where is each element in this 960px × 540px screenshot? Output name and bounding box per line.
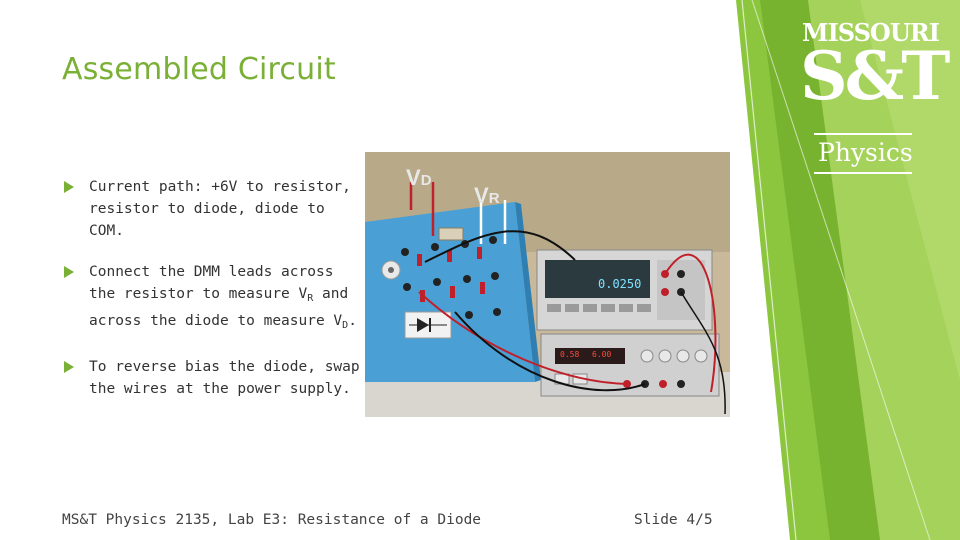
bullet-item: Connect the DMM leads across the resisto… [64, 261, 364, 337]
logo-sub-text: Physics [818, 138, 913, 167]
bullet-text-part: and across the diode to measure V [89, 286, 349, 329]
vd-label: VD [406, 165, 432, 190]
bullet-arrow-icon [64, 361, 74, 373]
footer-course-title: MS&T Physics 2135, Lab E3: Resistance of… [62, 512, 482, 528]
bullet-text: Current path: +6V to resistor, resistor … [89, 179, 351, 239]
bullet-item: To reverse bias the diode, swap the wire… [64, 356, 364, 400]
footer-slide-number: Slide 4/5 [634, 512, 713, 528]
bullet-text-part: Connect the DMM leads across the resisto… [89, 264, 334, 302]
vr-label: VR [474, 183, 500, 208]
dmm-reading: 0.0250 [598, 277, 642, 291]
psu-display-right: 6.00 [592, 350, 612, 359]
circuit-photo [365, 152, 730, 417]
subscript: R [307, 293, 314, 304]
logo-top-text: MISSOURI [802, 18, 940, 47]
slide-title: Assembled Circuit [62, 52, 336, 87]
logo-rule [814, 133, 912, 135]
logo-rule [814, 172, 912, 174]
missouri-st-physics-logo: MISSOURI S&T Physics [796, 18, 950, 178]
bullet-list: Current path: +6V to resistor, resistor … [64, 176, 364, 419]
bullet-arrow-icon [64, 181, 74, 193]
psu-display-left: 0.58 [560, 350, 580, 359]
bullet-item: Current path: +6V to resistor, resistor … [64, 176, 364, 242]
bullet-text: To reverse bias the diode, swap the wire… [89, 359, 360, 397]
subscript: D [342, 320, 349, 331]
bullet-arrow-icon [64, 266, 74, 278]
logo-mid-text: S&T [800, 37, 950, 115]
bullet-text-part: . [348, 313, 357, 329]
